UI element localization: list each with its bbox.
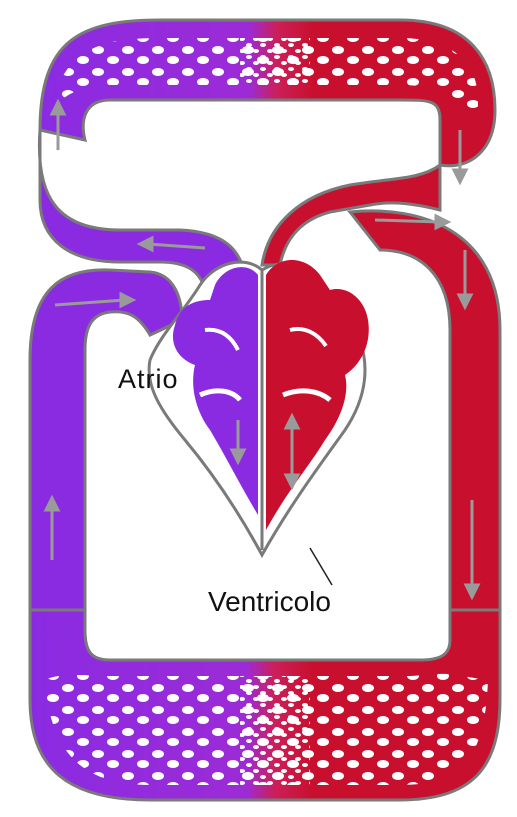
bottom-capillary-network (30, 610, 500, 800)
ventricle-label: Ventricolo (208, 586, 331, 618)
atrium-label: Atrio (118, 364, 179, 395)
top-capillary-network (40, 20, 495, 166)
ventricle-leader-line (310, 548, 332, 585)
